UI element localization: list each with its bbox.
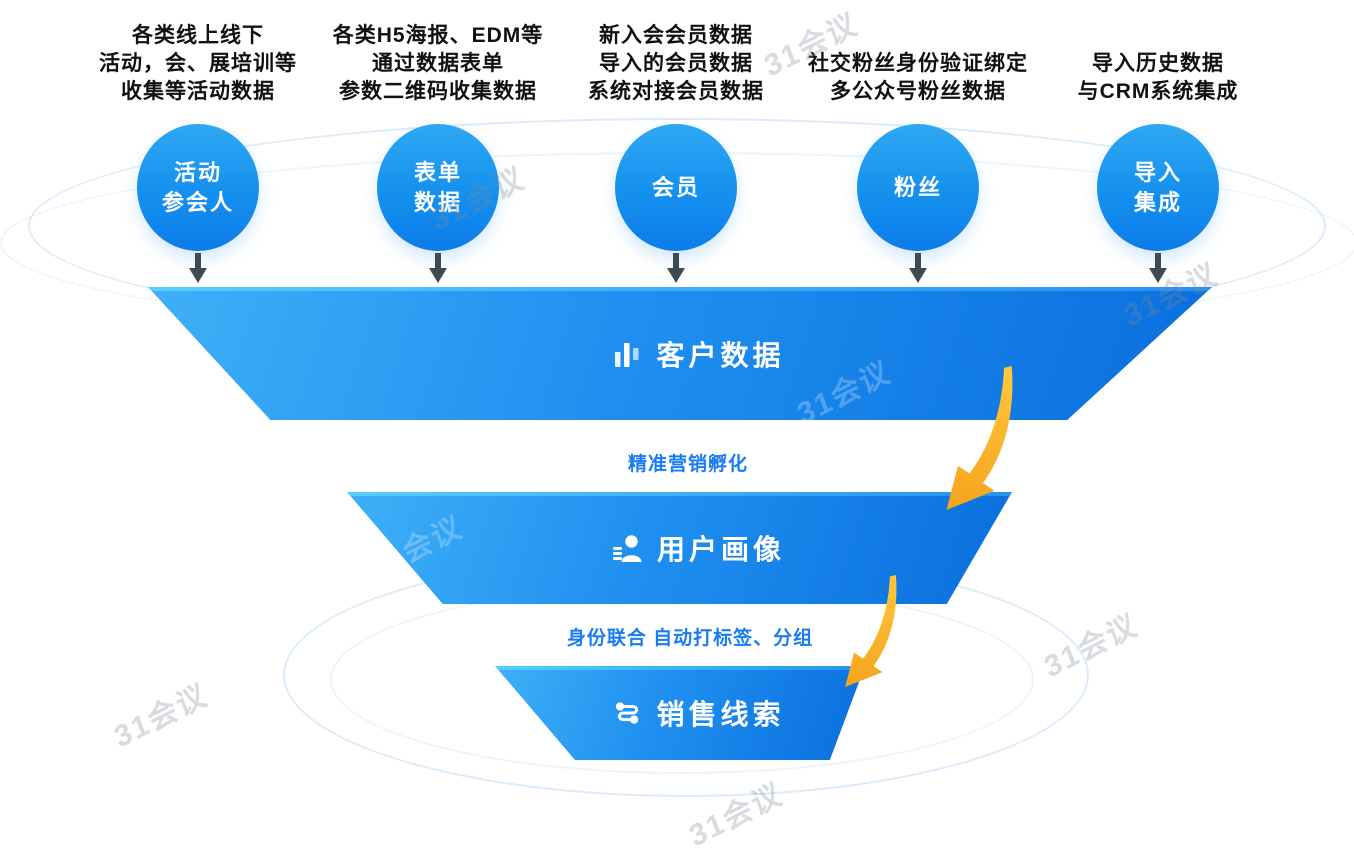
description-line: 系统对接会员数据 <box>588 80 764 103</box>
stage-note: 身份联合 自动打标签、分组 <box>566 628 814 649</box>
source-description-fans: 社交粉丝身份验证绑定 多公众号粉丝数据 <box>738 50 1098 106</box>
circle-label-line: 表单 <box>413 159 462 185</box>
down-arrow-icon <box>907 253 929 283</box>
circle-label-line: 数据 <box>413 189 462 215</box>
funnel-level-label-row: 用户画像 <box>574 528 785 568</box>
funnel-level-user-profile: 用户画像 <box>347 492 1012 604</box>
curved-arrow-icon <box>845 575 897 687</box>
sales-leads-icon <box>616 702 639 724</box>
description-line: 导入历史数据 <box>1092 52 1224 75</box>
description-line: 社交粉丝身份验证绑定 <box>808 52 1028 75</box>
circle-label-line: 参会人 <box>161 189 234 215</box>
source-circle-form-data: 表单 数据 <box>377 124 499 251</box>
funnel-level-label-row: 销售线索 <box>575 693 784 733</box>
circle-label-line: 导入 <box>1133 159 1182 185</box>
description-line: 与CRM系统集成 <box>1077 80 1239 103</box>
description-line: 通过数据表单 <box>372 52 504 75</box>
circle-label-line: 会员 <box>651 174 700 200</box>
down-arrow-icon <box>1147 253 1169 283</box>
description-line: 参数二维码收集数据 <box>339 80 537 103</box>
funnel-level-label-row: 客户数据 <box>575 334 784 374</box>
funnel-level-label: 销售线索 <box>656 699 785 730</box>
stage-note: 精准营销孵化 <box>627 454 748 475</box>
source-description-members: 新入会会员数据 导入的会员数据 系统对接会员数据 <box>496 22 856 106</box>
watermark: 31会议 <box>1040 607 1143 685</box>
circle-label-line: 活动 <box>173 159 222 185</box>
user-profile-icon <box>612 535 642 562</box>
circle-label-line: 粉丝 <box>893 174 942 200</box>
description-line: 收集等活动数据 <box>121 80 275 103</box>
funnel-level-customer-data: 客户数据 <box>148 287 1212 420</box>
description-line: 活动，会、展培训等 <box>99 52 297 75</box>
down-arrow-icon <box>427 253 449 283</box>
source-circle-import-integration: 导入 集成 <box>1097 124 1219 251</box>
circle-label-line: 集成 <box>1133 189 1182 215</box>
funnel-level-label: 客户数据 <box>656 339 785 371</box>
description-line: 多公众号粉丝数据 <box>830 80 1006 103</box>
source-description-events: 各类线上线下 活动，会、展培训等 收集等活动数据 <box>18 22 378 106</box>
watermark: 31会议 <box>110 677 213 755</box>
source-description-forms: 各类H5海报、EDM等 通过数据表单 参数二维码收集数据 <box>258 22 618 106</box>
source-circle-fans: 粉丝 <box>857 124 979 251</box>
bar-chart-icon <box>615 342 639 367</box>
source-circle-event-attendees: 活动 参会人 <box>137 124 259 251</box>
description-line: 各类H5海报、EDM等 <box>332 24 544 47</box>
description-line: 各类线上线下 <box>132 24 264 47</box>
down-arrow-icon <box>187 253 209 283</box>
funnel-level-label: 用户画像 <box>656 534 785 565</box>
description-line: 导入的会员数据 <box>599 52 753 75</box>
curved-arrow-icon <box>946 366 1013 510</box>
down-arrow-icon <box>665 253 687 283</box>
description-line: 新入会会员数据 <box>599 24 753 47</box>
source-description-import: 导入历史数据 与CRM系统集成 <box>978 50 1338 106</box>
source-circle-members: 会员 <box>615 124 737 251</box>
